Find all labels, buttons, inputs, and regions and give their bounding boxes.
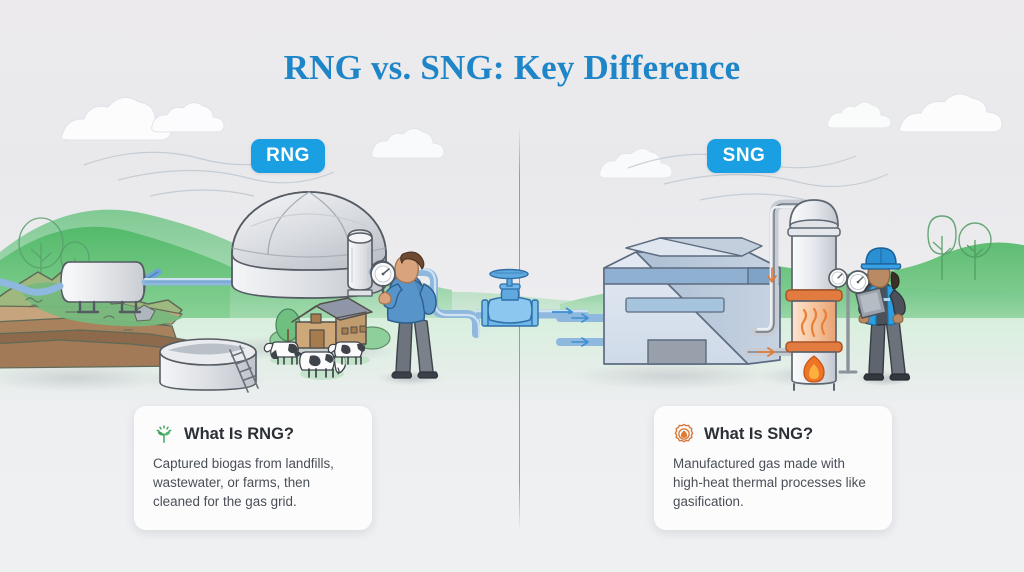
gear-flame-icon xyxy=(673,423,695,445)
sky-background xyxy=(0,0,1024,300)
shadow xyxy=(376,370,444,386)
card-sng-header: What Is SNG? xyxy=(673,423,873,445)
card-rng-body: Captured biogas from landfills, wastewat… xyxy=(153,456,334,510)
heat-waves xyxy=(800,307,828,338)
shadow xyxy=(143,368,267,392)
card-rng-title: What Is RNG? xyxy=(184,424,294,443)
card-sng-title: What Is SNG? xyxy=(704,424,814,443)
grass-band xyxy=(0,318,1024,402)
grazing-cows xyxy=(263,341,370,380)
card-sng: What Is SNG? Manufactured gas made with … xyxy=(654,406,892,530)
tree-icon xyxy=(275,308,301,345)
shadow xyxy=(572,362,772,390)
flow-arrow xyxy=(552,307,574,317)
badge-rng[interactable]: RNG xyxy=(251,139,325,173)
center-divider xyxy=(519,126,520,530)
shadow xyxy=(854,370,914,386)
circular-lagoon-tank xyxy=(159,338,259,393)
badge-sng[interactable]: SNG xyxy=(707,139,781,173)
card-rng: What Is RNG? Captured biogas from landfi… xyxy=(134,406,372,530)
ladder-icon xyxy=(229,345,259,393)
leaf-sprout-icon xyxy=(153,423,175,445)
flow-arrow xyxy=(571,337,589,347)
page-title: RNG vs. SNG: Key Difference xyxy=(283,48,741,87)
shadow xyxy=(200,336,380,360)
flow-arrow xyxy=(571,313,589,323)
flow-arrow xyxy=(757,347,775,357)
flame-icon xyxy=(803,355,825,383)
card-sng-body: Manufactured gas made with high-heat the… xyxy=(673,456,866,510)
shadow xyxy=(0,364,167,392)
farm-barn xyxy=(264,297,396,362)
card-rng-header: What Is RNG? xyxy=(153,423,353,445)
shadow xyxy=(758,365,854,387)
